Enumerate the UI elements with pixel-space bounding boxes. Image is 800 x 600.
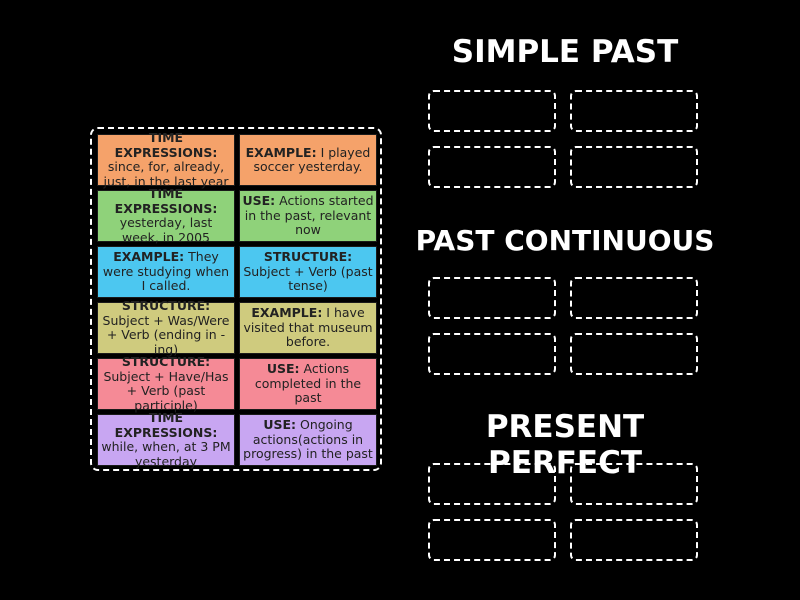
card-7[interactable]: STRUCTURE: Subject + Was/Were + Verb (en…: [97, 298, 235, 357]
past-continuous-slot-4[interactable]: [570, 333, 698, 375]
present-perfect-slot-1[interactable]: [428, 463, 556, 505]
past-continuous-slot-3[interactable]: [428, 333, 556, 375]
card-pool: [90, 127, 382, 471]
card-2-text: EXAMPLE: I played soccer yesterday.: [245, 144, 371, 174]
card-10[interactable]: USE: Actions completed in the past: [239, 358, 377, 410]
card-11-text: TIME EXPRESSIONS: while, when, at 3 PM y…: [101, 410, 231, 469]
card-7-text: STRUCTURE: Subject + Was/Were + Verb (en…: [102, 298, 230, 357]
present-perfect-slot-4[interactable]: [570, 519, 698, 561]
simple-past-slot-1[interactable]: [428, 90, 556, 132]
card-10-text: USE: Actions completed in the past: [254, 361, 362, 406]
card-4-text: USE: Actions started in the past, releva…: [242, 193, 374, 238]
card-11[interactable]: TIME EXPRESSIONS: while, when, at 3 PM y…: [97, 410, 235, 469]
card-4[interactable]: USE: Actions started in the past, releva…: [239, 190, 377, 242]
card-8[interactable]: EXAMPLE: I have visited that museum befo…: [239, 302, 377, 354]
card-2[interactable]: EXAMPLE: I played soccer yesterday.: [239, 134, 377, 186]
card-9-text: STRUCTURE: Subject + Have/Has + Verb (pa…: [103, 354, 229, 413]
past-continuous-slot-1[interactable]: [428, 277, 556, 319]
simple-past-slot-4[interactable]: [570, 146, 698, 188]
card-5-text: EXAMPLE: They were studying when I calle…: [102, 249, 230, 294]
simple-past-slot-3[interactable]: [428, 146, 556, 188]
card-12[interactable]: USE: Ongoing actions(actions in progress…: [239, 414, 377, 466]
card-6[interactable]: STRUCTURE: Subject + Verb (past tense): [239, 246, 377, 298]
category-heading-past-continuous: PAST CONTINUOUS: [415, 224, 715, 257]
present-perfect-slot-3[interactable]: [428, 519, 556, 561]
simple-past-slot-2[interactable]: [570, 90, 698, 132]
card-3[interactable]: TIME EXPRESSIONS: yesterday, last week, …: [97, 186, 235, 245]
category-heading-simple-past: SIMPLE PAST: [451, 34, 679, 70]
card-3-text: TIME EXPRESSIONS: yesterday, last week, …: [114, 186, 218, 245]
card-12-text: USE: Ongoing actions(actions in progress…: [243, 417, 373, 462]
card-1-text: TIME EXPRESSIONS: since, for, already, j…: [103, 130, 229, 189]
card-1[interactable]: TIME EXPRESSIONS: since, for, already, j…: [97, 130, 235, 189]
card-5[interactable]: EXAMPLE: They were studying when I calle…: [97, 246, 235, 298]
category-heading-present-perfect: PRESENT PERFECT: [485, 409, 645, 481]
card-9[interactable]: STRUCTURE: Subject + Have/Has + Verb (pa…: [97, 354, 235, 413]
card-8-text: EXAMPLE: I have visited that museum befo…: [243, 305, 373, 350]
present-perfect-slot-2[interactable]: [570, 463, 698, 505]
card-6-text: STRUCTURE: Subject + Verb (past tense): [243, 249, 373, 294]
past-continuous-slot-2[interactable]: [570, 277, 698, 319]
